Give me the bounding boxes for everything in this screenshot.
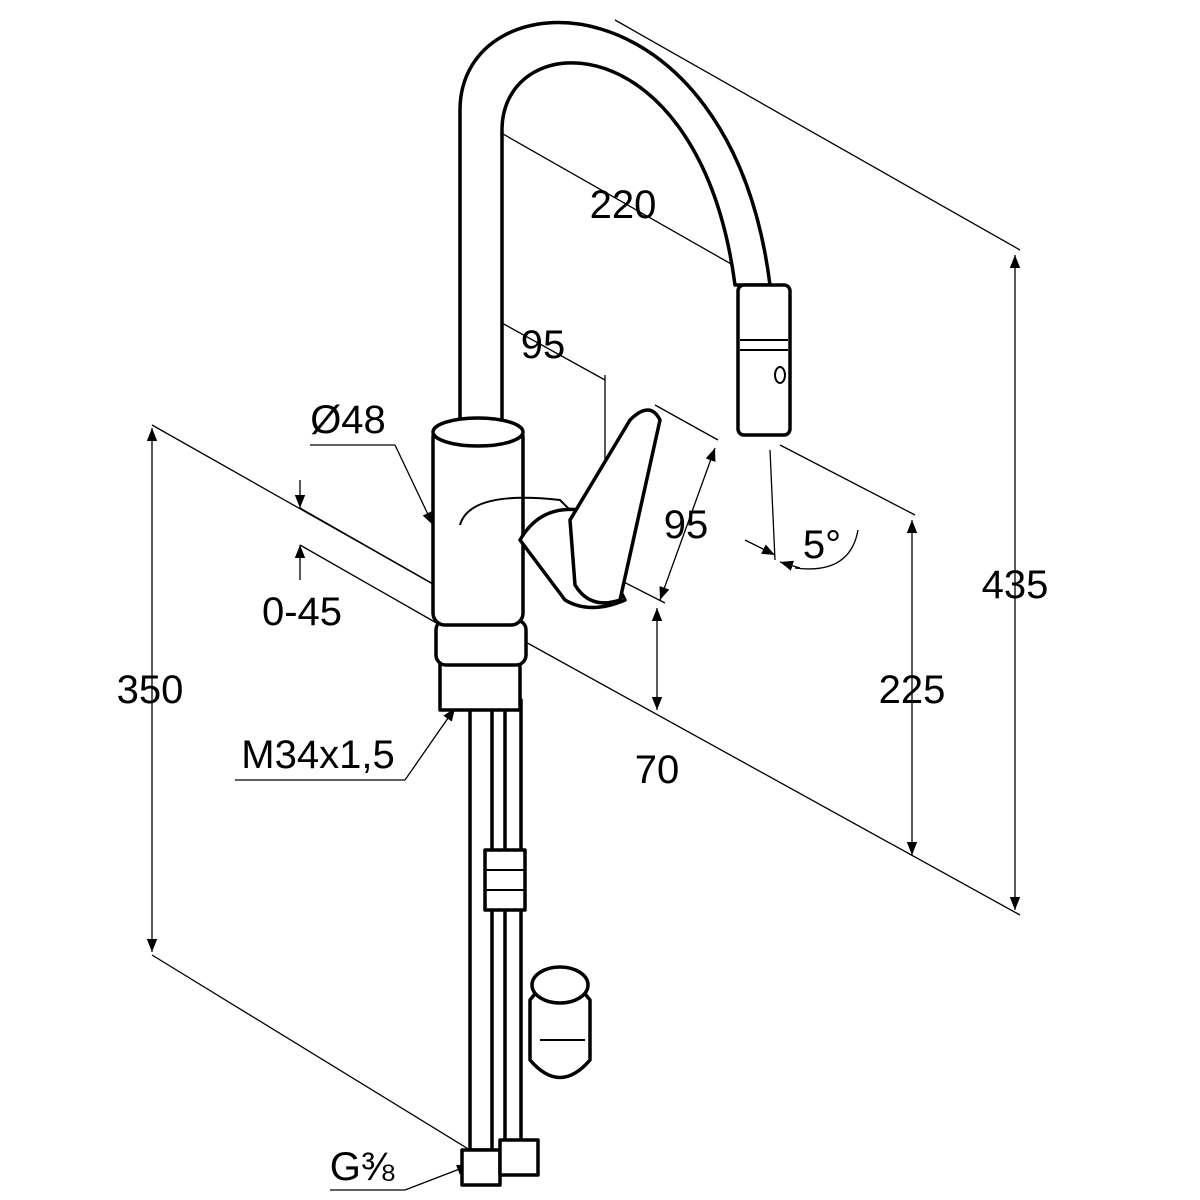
label-spout-reach: 220 [590, 183, 657, 227]
label-lever-offset: 95 [521, 323, 566, 367]
label-total-height: 435 [982, 563, 1049, 607]
label-base-to-lever: 70 [635, 748, 680, 792]
dimension-labels: 220 95 Ø48 95 5° 0-45 350 225 435 70 M34… [117, 183, 1049, 1189]
spout [458, 20, 792, 437]
label-deck-thickness: 0-45 [262, 590, 342, 634]
supply-hoses [460, 698, 540, 1187]
label-spray-angle: 5° [803, 523, 841, 567]
label-spout-height: 225 [879, 668, 946, 712]
hose-clamp [528, 965, 592, 1080]
lever-handle [518, 408, 662, 610]
label-lever-height: 95 [664, 503, 709, 547]
label-hose-length: 350 [117, 668, 184, 712]
label-body-diameter: Ø48 [310, 398, 386, 442]
label-mount-thread: M34x1,5 [241, 733, 394, 777]
faucet-body [431, 416, 576, 712]
label-connection-thread: G⅜ [330, 1145, 395, 1189]
dimension-lines [146, 19, 1021, 1191]
